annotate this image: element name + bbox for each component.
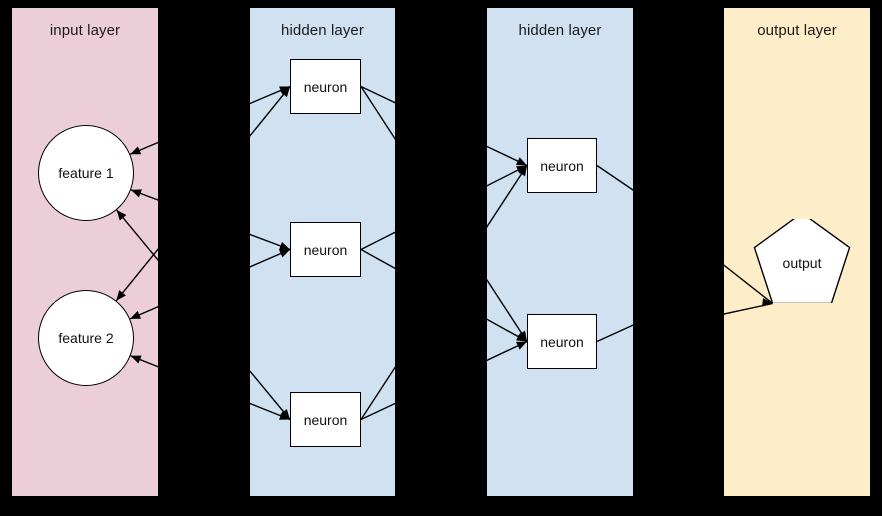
- layer-title-output: output layer: [757, 22, 837, 39]
- node-label-hidden1-neuron-3: neuron: [303, 411, 348, 428]
- edge-lines-hidden-layer-1: [250, 85, 395, 421]
- layer-title-hidden-1: hidden layer: [281, 22, 364, 39]
- layer-panel-input: input layer feature 1 feature 2: [12, 8, 158, 496]
- node-feature-2[interactable]: feature 2: [38, 290, 134, 386]
- node-hidden1-neuron-1[interactable]: neuron: [290, 59, 361, 114]
- node-label-output: output: [782, 255, 822, 271]
- node-label-hidden2-neuron-1: neuron: [540, 157, 584, 174]
- node-label-feature-2: feature 2: [58, 330, 114, 346]
- edge-lines-input-layer: [115, 141, 158, 368]
- layer-title-input: input layer: [49, 22, 121, 39]
- node-hidden2-neuron-1[interactable]: neuron: [527, 138, 597, 193]
- node-hidden1-neuron-2[interactable]: neuron: [290, 222, 361, 277]
- layer-panel-output: output layer output: [724, 8, 870, 496]
- edge-lines-output-layer: [724, 264, 774, 315]
- layer-panel-hidden-2: hidden layer neuron neuron: [487, 8, 633, 496]
- node-label-hidden1-neuron-1: neuron: [303, 78, 348, 95]
- node-label-feature-1: feature 1: [58, 165, 114, 181]
- node-feature-1[interactable]: feature 1: [38, 125, 134, 221]
- node-hidden2-neuron-2[interactable]: neuron: [527, 314, 597, 369]
- layer-title-hidden-2: hidden layer: [518, 22, 602, 39]
- node-label-hidden1-neuron-2: neuron: [303, 241, 348, 258]
- node-label-hidden2-neuron-2: neuron: [540, 333, 584, 350]
- node-output[interactable]: output: [752, 212, 852, 305]
- edge-lines-hidden-layer-2: [487, 145, 633, 362]
- node-hidden1-neuron-3[interactable]: neuron: [290, 392, 361, 447]
- layer-panel-hidden-1: hidden layer neuron neuron neuron: [250, 8, 395, 496]
